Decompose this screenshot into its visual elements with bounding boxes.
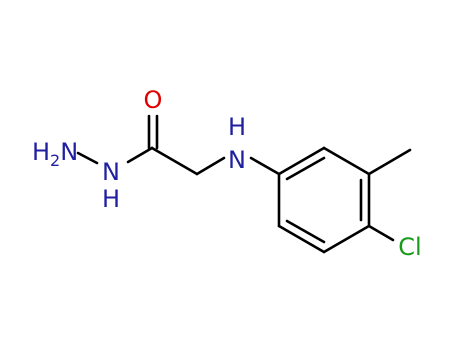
terminal-nh2-label: H2N	[32, 138, 78, 170]
ring-bond-1	[277, 146, 326, 176]
ring-bond-1-inner	[285, 156, 326, 181]
bond-n-n	[76, 151, 99, 165]
bond-carbonyl-ch2	[150, 146, 199, 176]
ring-bond-2	[322, 146, 371, 176]
ring-bond-5	[277, 224, 326, 254]
ring-bond-4	[322, 224, 371, 254]
bond-ch2-nh	[195, 156, 226, 176]
oxygen-label: O	[144, 86, 163, 114]
amine-n-label: N	[228, 146, 246, 174]
ring-bond-5-inner	[285, 219, 326, 244]
amine-h-label: H	[228, 113, 246, 141]
hydrazide-n-label: N	[102, 158, 120, 186]
bond-nh-ring	[249, 156, 281, 176]
nh2-n: N	[60, 138, 78, 166]
bond-c-cl	[367, 224, 395, 242]
nh2-h: H	[32, 138, 50, 166]
hydrazide-h-label: H	[102, 185, 120, 213]
nh2-subscript: 2	[50, 151, 60, 170]
bond-methyl	[367, 148, 412, 176]
chlorine-label: Cl	[398, 233, 421, 261]
bond-n-carbonyl	[126, 146, 154, 164]
